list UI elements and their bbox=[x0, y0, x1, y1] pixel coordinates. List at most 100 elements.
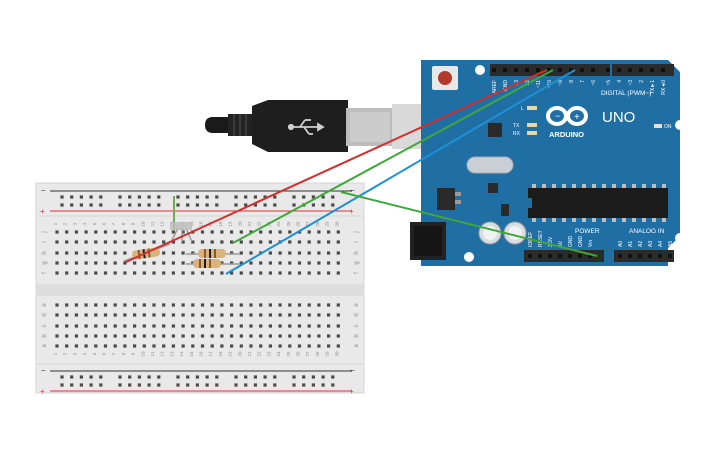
breadboard-hole[interactable] bbox=[220, 344, 224, 348]
breadboard-hole[interactable] bbox=[297, 240, 302, 244]
wire-green-gnd[interactable] bbox=[340, 191, 598, 257]
rail-hole[interactable] bbox=[263, 375, 267, 379]
breadboard-hole[interactable] bbox=[230, 271, 234, 275]
breadboard-hole[interactable] bbox=[336, 313, 340, 317]
digital-pin-socket[interactable] bbox=[661, 68, 665, 72]
rail-hole[interactable] bbox=[195, 195, 199, 199]
breadboard-hole[interactable] bbox=[113, 344, 117, 348]
breadboard-hole[interactable] bbox=[142, 271, 146, 275]
breadboard-hole[interactable] bbox=[94, 230, 98, 234]
rail-hole[interactable] bbox=[302, 383, 306, 387]
usb-cable[interactable] bbox=[205, 100, 432, 152]
rail-hole[interactable] bbox=[70, 375, 74, 379]
breadboard-hole[interactable] bbox=[239, 261, 243, 265]
breadboard-hole[interactable] bbox=[268, 334, 272, 338]
rail-hole[interactable] bbox=[215, 195, 219, 199]
analog-pin-socket[interactable] bbox=[658, 254, 662, 258]
breadboard-hole[interactable] bbox=[317, 271, 321, 275]
breadboard-hole[interactable] bbox=[249, 261, 253, 265]
breadboard-hole[interactable] bbox=[200, 303, 205, 307]
breadboard-hole[interactable] bbox=[65, 230, 69, 234]
breadboard-hole[interactable] bbox=[181, 251, 185, 255]
breadboard-hole[interactable] bbox=[230, 324, 234, 328]
breadboard-hole[interactable] bbox=[191, 313, 195, 317]
breadboard-hole[interactable] bbox=[259, 313, 263, 317]
breadboard-hole[interactable] bbox=[181, 261, 185, 265]
rail-hole[interactable] bbox=[302, 375, 306, 379]
digital-pin-socket[interactable] bbox=[650, 68, 654, 72]
breadboard-hole[interactable] bbox=[268, 313, 272, 317]
breadboard-hole[interactable] bbox=[239, 271, 243, 275]
rail-hole[interactable] bbox=[263, 383, 267, 387]
breadboard-hole[interactable] bbox=[181, 230, 185, 234]
breadboard-hole[interactable] bbox=[113, 313, 117, 317]
rail-hole[interactable] bbox=[321, 203, 325, 207]
breadboard-hole[interactable] bbox=[94, 271, 98, 275]
breadboard-hole[interactable] bbox=[142, 324, 146, 328]
breadboard-hole[interactable] bbox=[94, 313, 98, 317]
breadboard-hole[interactable] bbox=[327, 271, 331, 275]
breadboard-hole[interactable] bbox=[268, 240, 272, 244]
breadboard-hole[interactable] bbox=[288, 230, 292, 234]
breadboard-hole[interactable] bbox=[297, 344, 302, 348]
rail-hole[interactable] bbox=[99, 383, 103, 387]
breadboard-hole[interactable] bbox=[65, 303, 69, 307]
breadboard-hole[interactable] bbox=[327, 251, 331, 255]
breadboard-hole[interactable] bbox=[103, 313, 108, 317]
breadboard-hole[interactable] bbox=[181, 271, 185, 275]
breadboard-hole[interactable] bbox=[84, 324, 88, 328]
breadboard-hole[interactable] bbox=[103, 261, 108, 265]
digital-pin-socket[interactable] bbox=[606, 68, 610, 72]
breadboard-hole[interactable] bbox=[181, 313, 185, 317]
digital-pin-socket[interactable] bbox=[503, 68, 507, 72]
rail-hole[interactable] bbox=[89, 203, 93, 207]
power-pin-socket[interactable] bbox=[548, 254, 552, 258]
breadboard-hole[interactable] bbox=[74, 261, 78, 265]
breadboard-hole[interactable] bbox=[133, 334, 137, 338]
breadboard-hole[interactable] bbox=[171, 344, 175, 348]
breadboard-hole[interactable] bbox=[123, 303, 127, 307]
breadboard-hole[interactable] bbox=[65, 324, 69, 328]
breadboard-hole[interactable] bbox=[142, 261, 146, 265]
breadboard-hole[interactable] bbox=[133, 313, 137, 317]
rail-hole[interactable] bbox=[79, 375, 83, 379]
breadboard-hole[interactable] bbox=[327, 303, 331, 307]
breadboard-hole[interactable] bbox=[336, 334, 340, 338]
rail-hole[interactable] bbox=[157, 203, 161, 207]
breadboard-hole[interactable] bbox=[191, 251, 195, 255]
breadboard-hole[interactable] bbox=[171, 230, 175, 234]
breadboard-hole[interactable] bbox=[307, 334, 311, 338]
breadboard-hole[interactable] bbox=[336, 344, 340, 348]
digital-pin-socket[interactable] bbox=[580, 68, 584, 72]
breadboard-hole[interactable] bbox=[142, 240, 146, 244]
rail-hole[interactable] bbox=[89, 383, 93, 387]
breadboard-hole[interactable] bbox=[65, 344, 69, 348]
breadboard-hole[interactable] bbox=[268, 230, 272, 234]
rail-hole[interactable] bbox=[215, 203, 219, 207]
rail-hole[interactable] bbox=[137, 383, 141, 387]
rail-hole[interactable] bbox=[60, 203, 64, 207]
breadboard-hole[interactable] bbox=[133, 324, 137, 328]
breadboard-hole[interactable] bbox=[162, 271, 166, 275]
breadboard-hole[interactable] bbox=[278, 271, 282, 275]
breadboard-hole[interactable] bbox=[123, 334, 127, 338]
breadboard-hole[interactable] bbox=[94, 334, 98, 338]
rail-hole[interactable] bbox=[147, 195, 151, 199]
breadboard-hole[interactable] bbox=[327, 313, 331, 317]
rail-hole[interactable] bbox=[118, 375, 122, 379]
breadboard-hole[interactable] bbox=[113, 271, 117, 275]
breadboard-hole[interactable] bbox=[191, 303, 195, 307]
rail-hole[interactable] bbox=[70, 203, 74, 207]
rail-hole[interactable] bbox=[205, 195, 209, 199]
breadboard-hole[interactable] bbox=[230, 313, 234, 317]
breadboard-hole[interactable] bbox=[317, 303, 321, 307]
breadboard-hole[interactable] bbox=[74, 240, 78, 244]
breadboard-hole[interactable] bbox=[123, 240, 127, 244]
breadboard-hole[interactable] bbox=[307, 261, 311, 265]
rail-hole[interactable] bbox=[302, 195, 306, 199]
breadboard-hole[interactable] bbox=[103, 230, 108, 234]
breadboard-hole[interactable] bbox=[278, 334, 282, 338]
breadboard-hole[interactable] bbox=[142, 344, 146, 348]
breadboard-hole[interactable] bbox=[191, 240, 195, 244]
